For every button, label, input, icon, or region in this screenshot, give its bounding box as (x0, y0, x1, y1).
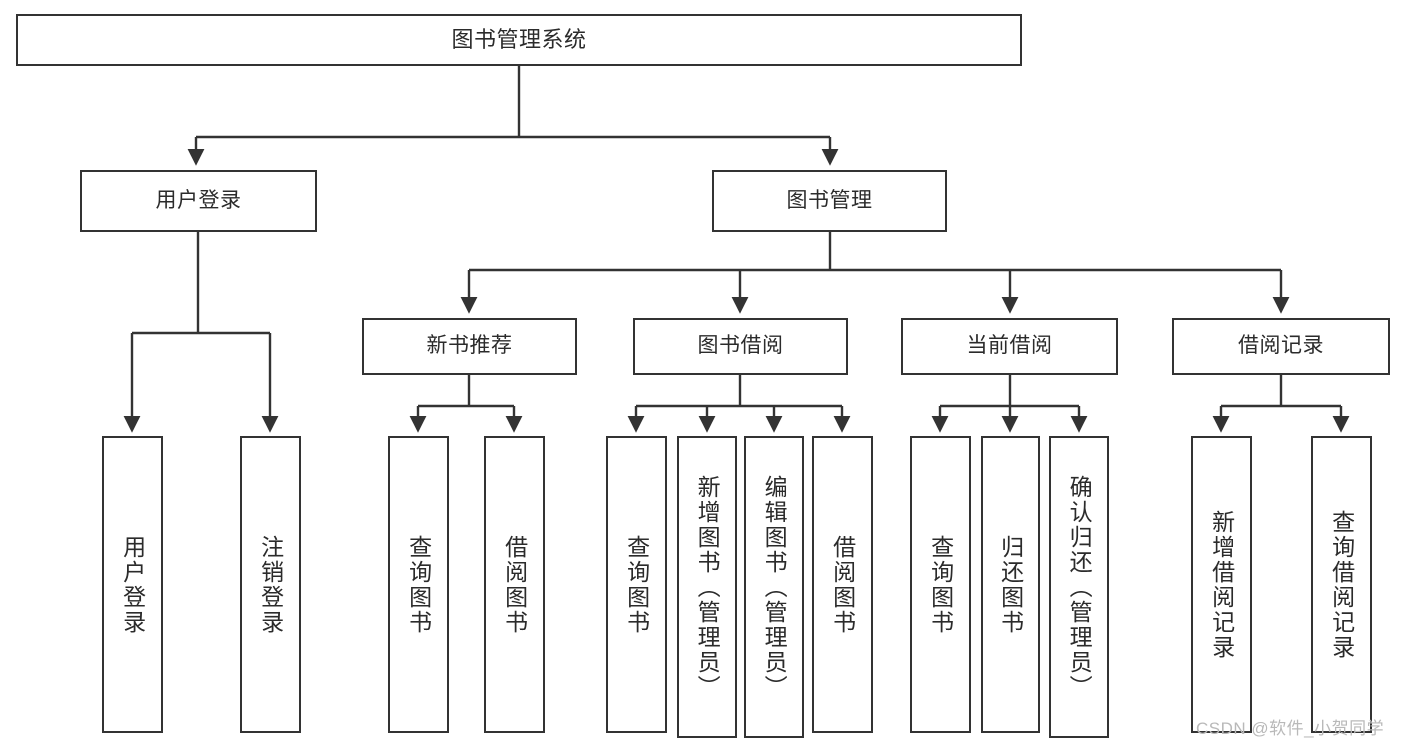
node-leaf-query-book-2[interactable]: 查询图书 (606, 436, 667, 733)
node-leaf-logout[interactable]: 注销登录 (240, 436, 301, 733)
node-label: 确认归还（管理员） (1066, 474, 1093, 700)
node-book-management[interactable]: 图书管理 (712, 170, 947, 232)
node-leaf-query-book-1[interactable]: 查询图书 (388, 436, 449, 733)
node-leaf-return-book[interactable]: 归还图书 (981, 436, 1040, 733)
node-label: 图书管理系统 (451, 27, 587, 53)
node-label: 新增借阅记录 (1208, 509, 1235, 660)
node-label: 编辑图书（管理员） (761, 474, 788, 700)
node-leaf-edit-book[interactable]: 编辑图书（管理员） (744, 436, 804, 738)
node-root-system[interactable]: 图书管理系统 (16, 14, 1022, 66)
node-label: 借阅图书 (501, 534, 528, 635)
node-label: 借阅记录 (1238, 334, 1324, 358)
node-label: 图书借阅 (697, 334, 784, 358)
node-leaf-query-book-3[interactable]: 查询图书 (910, 436, 971, 733)
node-label: 查询图书 (927, 534, 954, 635)
node-label: 用户登录 (155, 188, 242, 212)
node-new-book-recommendation[interactable]: 新书推荐 (362, 318, 577, 375)
node-label: 新增图书（管理员） (694, 474, 721, 700)
node-label: 图书管理 (786, 188, 873, 212)
node-label: 借阅图书 (829, 534, 856, 635)
node-leaf-add-book[interactable]: 新增图书（管理员） (677, 436, 737, 738)
node-current-borrow[interactable]: 当前借阅 (901, 318, 1118, 375)
node-user-login[interactable]: 用户登录 (80, 170, 317, 232)
node-book-borrow[interactable]: 图书借阅 (633, 318, 848, 375)
node-label: 归还图书 (997, 534, 1024, 635)
csdn-watermark: CSDN @软件_小贺同学 (1196, 719, 1385, 738)
node-leaf-borrow-book-2[interactable]: 借阅图书 (812, 436, 873, 733)
node-leaf-add-record[interactable]: 新增借阅记录 (1191, 436, 1252, 733)
node-label: 新书推荐 (426, 334, 513, 358)
node-leaf-borrow-book-1[interactable]: 借阅图书 (484, 436, 545, 733)
node-label: 注销登录 (257, 534, 284, 635)
node-label: 查询借阅记录 (1328, 509, 1355, 660)
node-leaf-query-record[interactable]: 查询借阅记录 (1311, 436, 1372, 733)
node-label: 用户登录 (119, 534, 146, 635)
node-label: 当前借阅 (966, 334, 1053, 358)
node-leaf-user-login[interactable]: 用户登录 (102, 436, 163, 733)
node-leaf-confirm-return[interactable]: 确认归还（管理员） (1049, 436, 1109, 738)
node-label: 查询图书 (623, 534, 650, 635)
node-label: 查询图书 (405, 534, 432, 635)
node-borrow-record[interactable]: 借阅记录 (1172, 318, 1390, 375)
